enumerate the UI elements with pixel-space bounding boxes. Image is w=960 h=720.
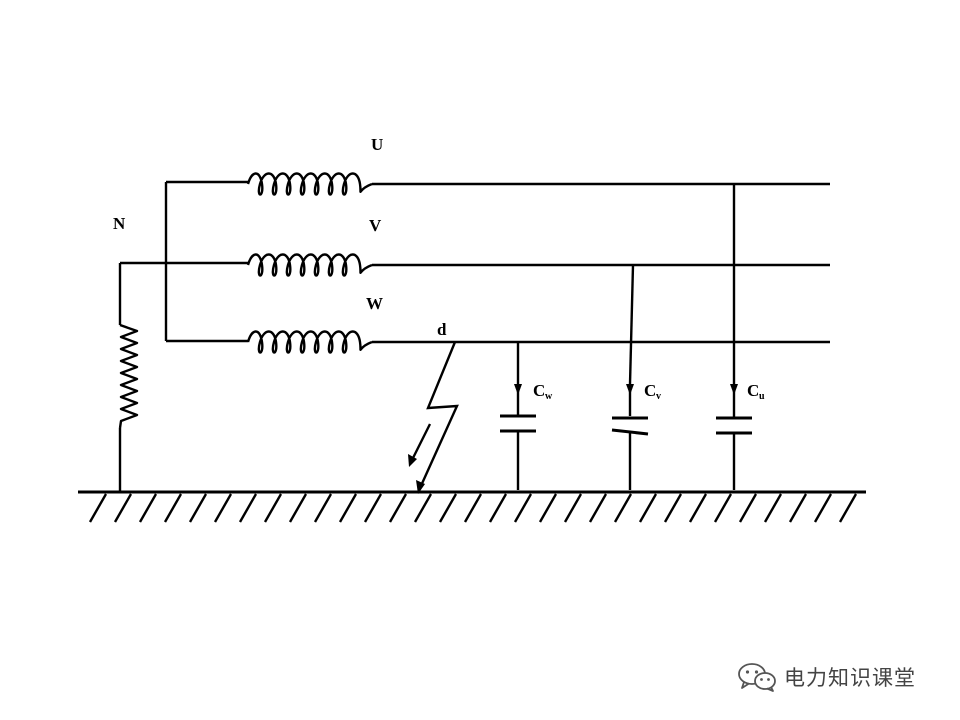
neutral-grounding-coil [118, 263, 139, 492]
label-cu-sub: u [759, 391, 765, 402]
capacitor-cu [716, 184, 752, 490]
wechat-icon [738, 663, 776, 692]
label-w: W [366, 294, 383, 313]
capacitor-cw [500, 342, 536, 490]
neutral-connection [120, 180, 248, 343]
label-n: N [113, 214, 126, 233]
label-fault-d: d [437, 320, 447, 339]
inductor-u [246, 172, 373, 196]
label-cv-sub: v [656, 391, 661, 402]
label-cw: C [533, 381, 545, 400]
label-u: U [371, 135, 383, 154]
watermark-text: 电力知识课堂 [784, 666, 916, 690]
fault-arc [408, 341, 459, 494]
label-cu: C [747, 381, 759, 400]
label-v: V [369, 216, 382, 235]
inductor-v [246, 253, 373, 277]
inductor-w [246, 330, 373, 354]
watermark: 电力知识课堂 [736, 662, 916, 692]
label-cw-sub: w [545, 391, 553, 402]
ground-symbol [78, 490, 866, 523]
capacitor-cv [611, 264, 649, 490]
label-cv: C [644, 381, 656, 400]
